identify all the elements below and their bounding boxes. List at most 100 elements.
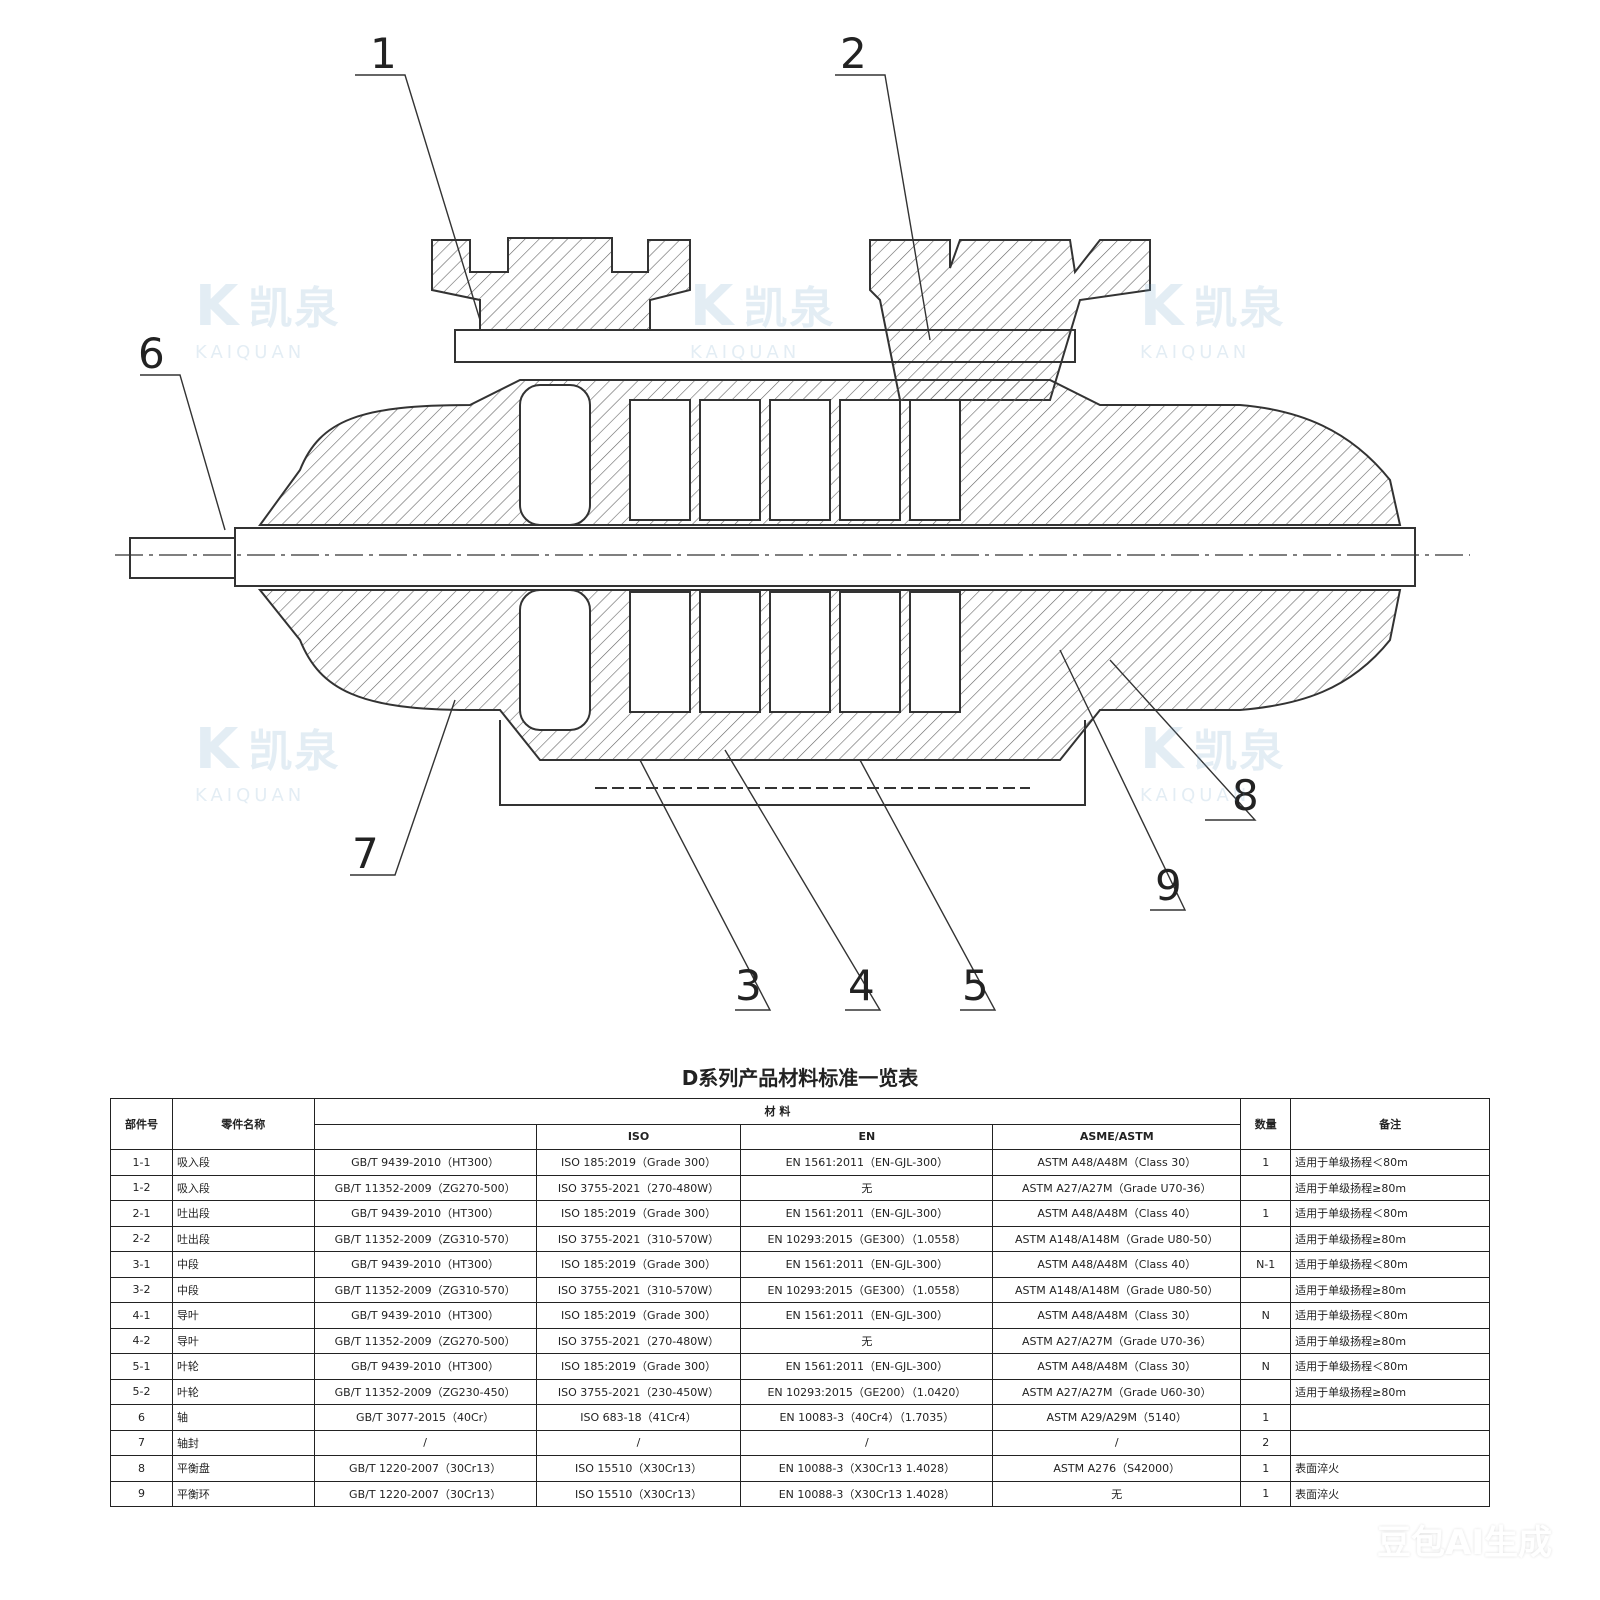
cell-no: 3-2 <box>110 1276 173 1303</box>
cell-no: 2-1 <box>110 1200 173 1227</box>
cell-gb: / <box>313 1429 537 1456</box>
cell-note: 适用于单级扬程≥80m <box>1290 1327 1490 1354</box>
cell-asme: ASTM A276（S42000） <box>992 1455 1242 1482</box>
cell-iso: ISO 3755-2021（230-450W） <box>535 1378 742 1405</box>
cell-name: 叶轮 <box>171 1353 315 1380</box>
cell-en: 无 <box>740 1174 994 1201</box>
cell-qty: 1 <box>1240 1480 1292 1507</box>
cell-en: / <box>740 1429 994 1456</box>
cell-no: 1-1 <box>110 1149 173 1176</box>
cell-asme: ASTM A27/A27M（Grade U70-36） <box>992 1327 1242 1354</box>
cell-qty: 2 <box>1240 1429 1292 1456</box>
cell-note: 适用于单级扬程≥80m <box>1290 1378 1490 1405</box>
cell-en: EN 10293:2015（GE300）（1.0558） <box>740 1225 994 1252</box>
shaft-end <box>129 537 236 579</box>
header-material: 材 料 <box>313 1098 1242 1125</box>
cell-name: 导叶 <box>171 1327 315 1354</box>
header-part-name: 零件名称 <box>171 1098 315 1150</box>
cell-no: 7 <box>110 1429 173 1456</box>
cell-asme: ASTM A148/A148M（Grade U80-50） <box>992 1225 1242 1252</box>
cell-asme: ASTM A29/A29M（5140） <box>992 1404 1242 1431</box>
cell-gb: GB/T 9439-2010（HT300） <box>313 1200 537 1227</box>
cell-note: 适用于单级扬程＜80m <box>1290 1251 1490 1278</box>
pump-outline <box>115 74 1470 1011</box>
cell-qty: 1 <box>1240 1455 1292 1482</box>
cell-no: 2-2 <box>110 1225 173 1252</box>
cell-en: 无 <box>740 1327 994 1354</box>
callout-4: 4 <box>848 961 875 1010</box>
cell-note: 适用于单级扬程＜80m <box>1290 1149 1490 1176</box>
header-note: 备注 <box>1290 1098 1490 1150</box>
cell-gb: GB/T 11352-2009（ZG230-450） <box>313 1378 537 1405</box>
cell-iso: ISO 683-18（41Cr4） <box>535 1404 742 1431</box>
cell-gb: GB/T 1220-2007（30Cr13） <box>313 1455 537 1482</box>
callout-5: 5 <box>962 961 989 1010</box>
cell-qty: N-1 <box>1240 1251 1292 1278</box>
cell-no: 5-1 <box>110 1353 173 1380</box>
discharge-flange <box>869 239 1151 401</box>
stages <box>519 384 961 731</box>
cell-asme: ASTM A48/A48M（Class 40） <box>992 1200 1242 1227</box>
base <box>499 720 1086 806</box>
cell-iso: ISO 185:2019（Grade 300） <box>535 1200 742 1227</box>
cell-note: 适用于单级扬程＜80m <box>1290 1200 1490 1227</box>
header-en: EN <box>740 1123 994 1150</box>
cell-name: 吸入段 <box>171 1149 315 1176</box>
header-iso: ISO <box>535 1123 742 1150</box>
cell-no: 3-1 <box>110 1251 173 1278</box>
cell-name: 平衡环 <box>171 1480 315 1507</box>
cell-en: EN 1561:2011（EN-GJL-300） <box>740 1200 994 1227</box>
cell-note: 适用于单级扬程≥80m <box>1290 1174 1490 1201</box>
cell-qty: N <box>1240 1302 1292 1329</box>
cell-name: 中段 <box>171 1251 315 1278</box>
callout-9: 9 <box>1155 861 1182 910</box>
cell-en: EN 1561:2011（EN-GJL-300） <box>740 1149 994 1176</box>
cell-en: EN 1561:2011（EN-GJL-300） <box>740 1353 994 1380</box>
cell-qty: 1 <box>1240 1200 1292 1227</box>
cell-en: EN 10088-3（X30Cr13 1.4028） <box>740 1455 994 1482</box>
cell-en: EN 10083-3（40Cr4）（1.7035） <box>740 1404 994 1431</box>
header-gb <box>313 1123 537 1150</box>
cell-iso: ISO 3755-2021（310-570W） <box>535 1225 742 1252</box>
cell-qty: N <box>1240 1353 1292 1380</box>
cell-iso: ISO 3755-2021（270-480W） <box>535 1327 742 1354</box>
cell-note: 表面淬火 <box>1290 1480 1490 1507</box>
header-part-no: 部件号 <box>110 1098 173 1150</box>
cell-note: 适用于单级扬程≥80m <box>1290 1276 1490 1303</box>
cell-asme: ASTM A48/A48M（Class 30） <box>992 1302 1242 1329</box>
cell-note <box>1290 1404 1490 1431</box>
cell-name: 叶轮 <box>171 1378 315 1405</box>
cell-qty <box>1240 1225 1292 1252</box>
suction-flange <box>431 237 691 331</box>
header-qty: 数量 <box>1240 1098 1292 1150</box>
cell-gb: GB/T 9439-2010（HT300） <box>313 1353 537 1380</box>
cell-asme: ASTM A148/A148M（Grade U80-50） <box>992 1276 1242 1303</box>
cell-asme: / <box>992 1429 1242 1456</box>
cell-note: 适用于单级扬程＜80m <box>1290 1353 1490 1380</box>
cell-qty <box>1240 1276 1292 1303</box>
callout-6: 6 <box>138 329 165 378</box>
cell-gb: GB/T 11352-2009（ZG310-570） <box>313 1276 537 1303</box>
cell-en: EN 10293:2015（GE200）（1.0420） <box>740 1378 994 1405</box>
cell-en: EN 10293:2015（GE300）（1.0558） <box>740 1276 994 1303</box>
callout-8: 8 <box>1232 771 1259 820</box>
shaft <box>234 527 1416 587</box>
cell-name: 导叶 <box>171 1302 315 1329</box>
cell-iso: ISO 15510（X30Cr13） <box>535 1455 742 1482</box>
cell-gb: GB/T 11352-2009（ZG310-570） <box>313 1225 537 1252</box>
cell-name: 平衡盘 <box>171 1455 315 1482</box>
pump-section-drawing: 1 2 3 4 5 6 7 8 9 <box>115 29 1470 1011</box>
cell-no: 6 <box>110 1404 173 1431</box>
cell-name: 吐出段 <box>171 1225 315 1252</box>
